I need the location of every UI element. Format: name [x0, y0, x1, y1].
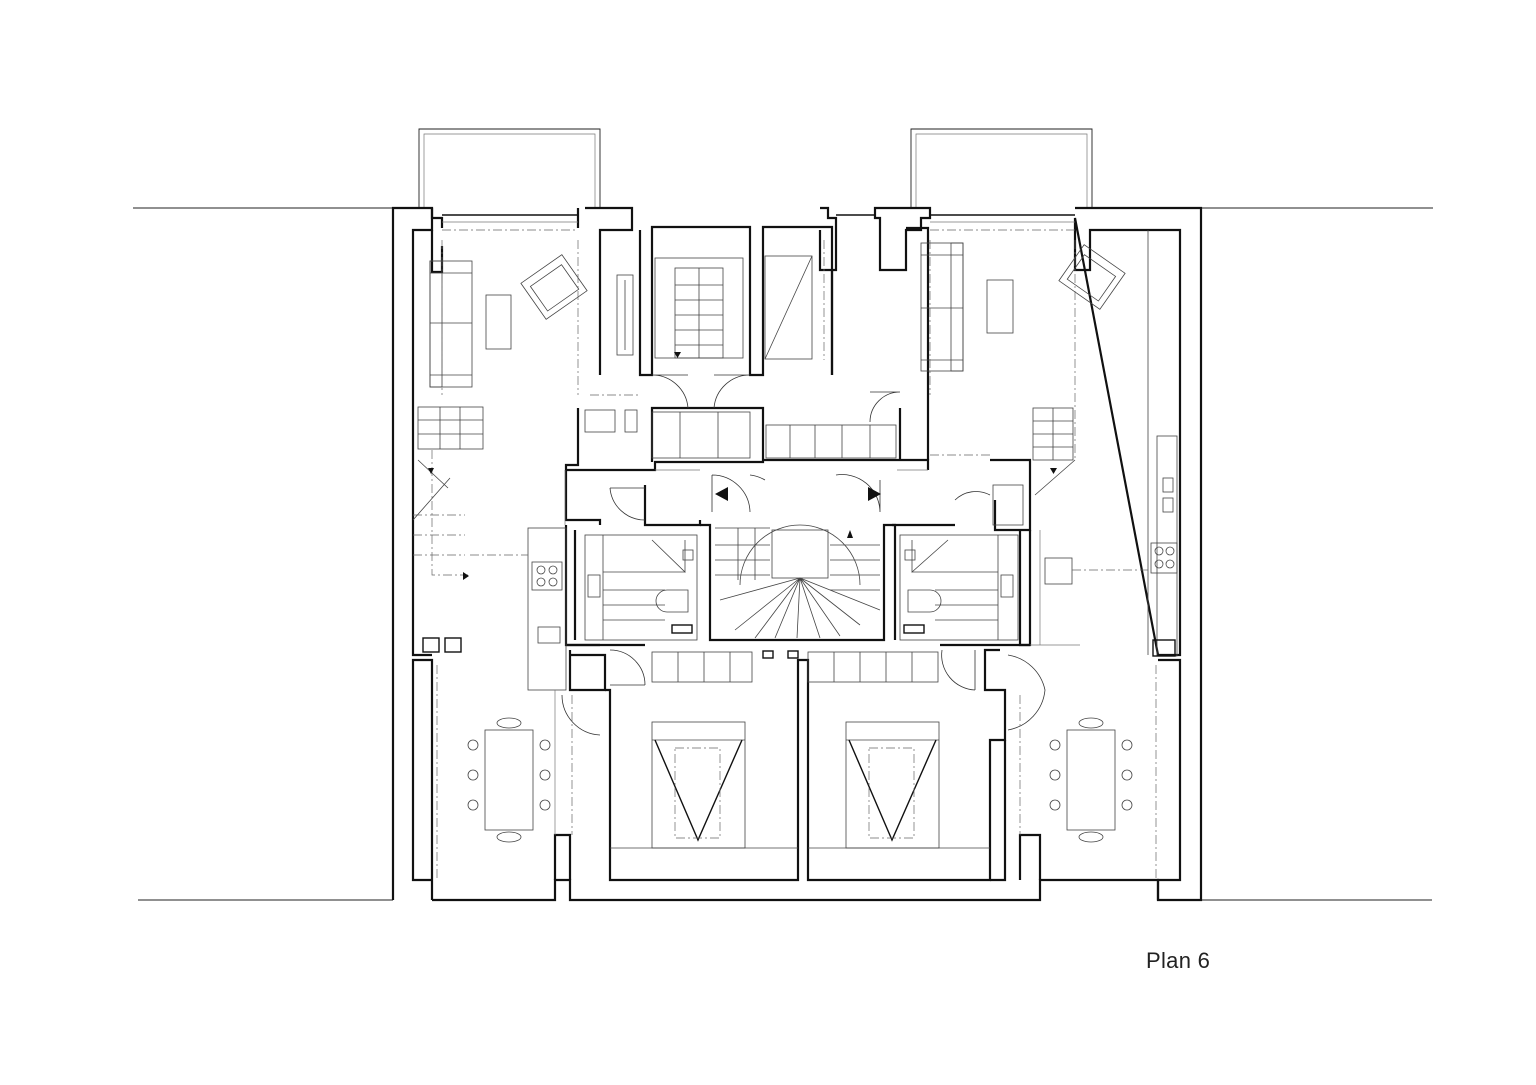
- cabinet-upper-left: [616, 274, 634, 356]
- stair-upper-centre: [654, 257, 744, 359]
- direction-arrow-left: [715, 487, 728, 501]
- kitchen-right: [1044, 230, 1178, 657]
- bathroom-right: [899, 534, 1019, 641]
- central-stair: [715, 524, 881, 639]
- vent-a: [762, 650, 774, 659]
- coffee-table-left: [485, 294, 512, 350]
- door-swings: [561, 374, 1046, 736]
- wardrobe-upper-centre: [764, 255, 813, 360]
- dashed-guides: [436, 229, 1157, 880]
- bed-left: [651, 721, 746, 849]
- bathroom-left: [584, 534, 698, 641]
- site-boundary-lines: [133, 207, 1433, 901]
- coffee-table-right: [986, 279, 1014, 334]
- front-wall: [442, 214, 1075, 223]
- vent-b: [787, 650, 799, 659]
- bedroom-storage: [651, 651, 939, 683]
- stair-right: [992, 407, 1076, 526]
- balcony-right: [910, 128, 1093, 208]
- stair-left-upper: [412, 406, 484, 580]
- armchair-right: [1058, 244, 1126, 310]
- bed-right: [845, 721, 940, 849]
- sofa-right: [920, 242, 964, 372]
- core-walls: [564, 225, 1032, 882]
- plan-title-label: Plan 6: [1146, 948, 1211, 973]
- kitchen-left: [422, 527, 567, 691]
- balcony-left: [418, 128, 601, 208]
- dining-right: [1049, 717, 1133, 843]
- armchair-left: [520, 254, 588, 320]
- stair-up-arrow: [847, 530, 853, 538]
- storage-rows: [584, 409, 897, 459]
- sofa-left: [429, 260, 473, 388]
- direction-arrow-right: [868, 487, 881, 501]
- dining-left: [467, 717, 551, 843]
